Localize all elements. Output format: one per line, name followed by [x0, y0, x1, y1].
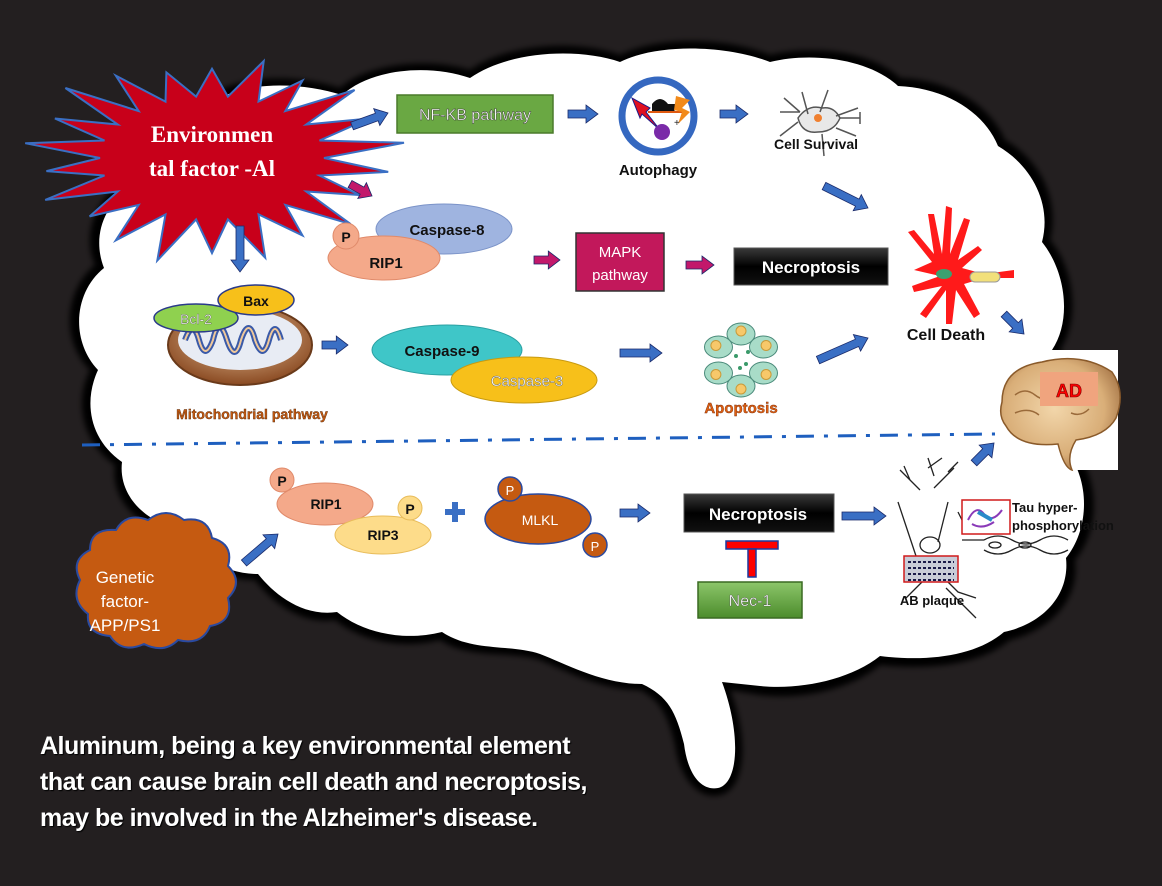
environmental-factor-line1: Environmen	[151, 122, 273, 147]
cell-survival-label: Cell Survival	[774, 136, 858, 152]
bcl2-label: Bcl-2	[180, 311, 212, 327]
apoptosis-label: Apoptosis	[704, 400, 777, 417]
necroptosis-upper-box: Necroptosis	[733, 247, 889, 286]
arrow-mapk-to-necroptosis	[685, 255, 715, 275]
apoptotic-body	[744, 362, 748, 366]
mapk-label-line2: pathway	[592, 267, 648, 284]
section-divider	[81, 432, 996, 447]
caspase8-rip1-complex: Caspase-8 RIP1 P	[327, 203, 513, 281]
bax-protein: Bax	[217, 284, 295, 316]
mapk-label-line1: MAPK	[599, 244, 642, 261]
inhibition-t-icon	[725, 540, 779, 578]
genetic-factor-line1: Genetic	[96, 568, 155, 587]
arrow-mlkl-to-necroptosis	[619, 503, 651, 523]
arrow-env-to-rip1	[347, 179, 373, 200]
ad-label: AD	[1056, 381, 1082, 401]
caspase9-label: Caspase-9	[404, 343, 479, 360]
caption-line1: Aluminum, being a key environmental elem…	[40, 732, 571, 760]
apoptotic-body	[738, 366, 742, 370]
apoptotic-cell-nucleus	[735, 383, 747, 395]
autophagy-label: Autophagy	[619, 162, 698, 179]
apoptotic-body	[734, 354, 738, 358]
ab-plaque-label: AB plaque	[900, 593, 964, 608]
caption-line2: that can cause brain cell death and necr…	[40, 768, 588, 796]
arrow-autophagy-to-survival	[719, 104, 749, 124]
svg-text:+: +	[674, 118, 680, 129]
bcl2-protein: Bcl-2	[153, 303, 239, 333]
nfkb-label: NF-KB pathway	[419, 107, 531, 124]
mlkl-label: MLKL	[522, 512, 559, 528]
rip1-phosphate-label: P	[341, 229, 350, 245]
rip1-rip3-complex: P RIP1 P RIP3	[269, 467, 432, 555]
caspase9-caspase3-complex: Caspase-9 Caspase-3	[371, 324, 598, 404]
arrows-layer	[230, 104, 1025, 567]
mlkl-protein: MLKL P P	[484, 476, 608, 558]
arrow-necroptosis-to-neuron	[841, 506, 887, 526]
mapk-pathway-box: MAPK pathway	[575, 232, 665, 292]
caspase8-label: Caspase-8	[409, 222, 484, 239]
environmental-factor-line2: tal factor -Al	[149, 156, 275, 181]
necroptosis-upper-label: Necroptosis	[762, 258, 860, 277]
necroptosis-lower-box: Necroptosis	[683, 493, 835, 533]
arrow-mito-to-caspase9	[321, 335, 349, 355]
arrow-apoptosis-to-death	[815, 334, 869, 365]
rip1-lower-label: RIP1	[310, 496, 341, 512]
mlkl-phosphate-top-label: P	[506, 483, 515, 498]
summary-caption: Aluminum, being a key environmental elem…	[40, 728, 760, 836]
ad-brain-icon: AD	[998, 350, 1121, 472]
apoptotic-cell-nucleus	[760, 369, 772, 380]
apoptotic-cell-nucleus	[710, 340, 722, 351]
nec1-box: Nec-1	[697, 581, 803, 619]
arrow-env-to-mito	[230, 225, 250, 273]
apoptotic-cell-nucleus	[735, 325, 747, 337]
ab-plaque-inset	[903, 555, 959, 583]
mlkl-phosphate-bottom-label: P	[591, 539, 600, 554]
arrow-genetic-to-rip1	[240, 533, 279, 567]
cell-death-neuron-icon	[908, 206, 1014, 324]
arrow-caspase3-to-apoptosis	[619, 343, 663, 363]
rip1-lower-phosphate-label: P	[277, 473, 286, 489]
plus-icon	[445, 502, 465, 522]
tau-label-line1: Tau hyper-	[1012, 500, 1078, 515]
arrow-nfkb-to-autophagy	[567, 104, 599, 124]
rip3-phosphate-label: P	[405, 501, 414, 517]
arrow-neuron-to-ad	[970, 442, 995, 467]
brain-outline	[69, 41, 1094, 796]
arrow-env-to-nfkb	[350, 107, 389, 131]
cell-death-label: Cell Death	[907, 327, 985, 344]
nec1-label: Nec-1	[729, 593, 772, 610]
mitochondrial-pathway-label: Mitochondrial pathway	[176, 406, 328, 422]
autophagy-icon: +	[618, 76, 698, 156]
arrow-survival-to-death	[821, 181, 869, 212]
apoptotic-cell-nucleus	[710, 369, 722, 380]
apoptotic-body	[746, 350, 750, 354]
cell-survival-neuron-icon	[779, 89, 861, 157]
genetic-factor-line2: factor-	[101, 592, 149, 611]
environmental-factor-starburst: Environmen tal factor -Al	[25, 58, 405, 264]
necroptosis-lower-label: Necroptosis	[709, 505, 807, 524]
caspase3-label: Caspase-3	[491, 373, 564, 390]
bax-label: Bax	[243, 293, 269, 309]
apoptotic-cell-nucleus	[760, 340, 772, 351]
tau-protein-inset	[961, 499, 1011, 535]
caption-line3: may be involved in the Alzheimer's disea…	[40, 804, 538, 832]
arrow-caspase8-to-mapk	[533, 250, 561, 270]
nfkb-pathway-box: NF-KB pathway	[396, 94, 554, 134]
genetic-factor-cloud: Genetic factor- APP/PS1	[75, 512, 237, 650]
tau-label-line2: phosphorylation	[1012, 518, 1114, 533]
genetic-factor-line3: APP/PS1	[90, 616, 161, 635]
rip1-label: RIP1	[369, 255, 402, 272]
arrow-death-to-ad	[1000, 310, 1025, 335]
apoptosis-cells-icon	[704, 322, 778, 398]
rip3-label: RIP3	[367, 527, 398, 543]
